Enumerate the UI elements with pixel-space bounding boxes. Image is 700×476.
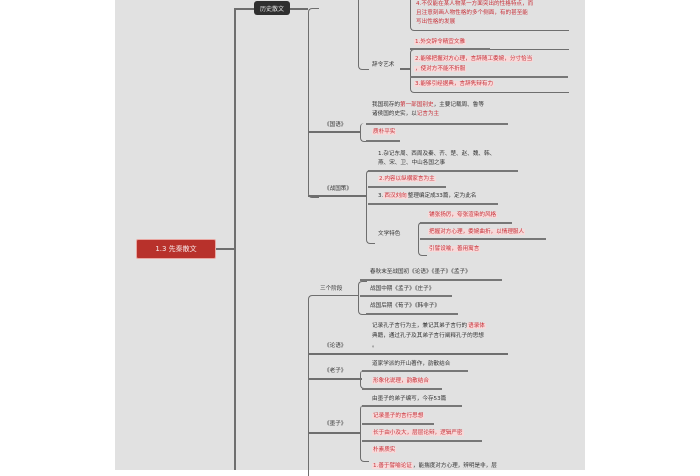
mozi-item-1: 记录墨子的言行思想 <box>372 413 425 419</box>
history-item-4-line3: 写出性格的发展 <box>416 19 456 25</box>
connector <box>308 378 362 380</box>
connector <box>216 248 234 250</box>
guoyu-item: 质朴平实 <box>372 129 397 135</box>
zhanguoce-desc-line2: 燕、宋、卫、中山各国之事 <box>378 160 446 166</box>
ciling-item-3: 3.能够引经据典，言辞隽辩有力 <box>414 81 495 87</box>
lunyu-desc-line1: 记录孔子言行为主，兼记其弟子言行的语录体 <box>372 323 486 329</box>
mozi-item-2: 长于由小及大，层层论辩，逻辑严密 <box>372 430 464 436</box>
connector <box>308 8 319 198</box>
literary-item-2: 把握对方心理，委婉曲折，以情理服人 <box>428 229 526 235</box>
connector <box>366 170 375 244</box>
literary-item-3: 引譬设喻，善用寓言 <box>428 246 481 252</box>
guoyu-desc-line2: 诸侯国的史实，以记言为主 <box>372 111 440 117</box>
laozi-label[interactable]: 《老子》 <box>324 368 347 374</box>
connector <box>308 295 359 476</box>
zhanguoce-desc-line1: 1.杂记东周、西周及秦、齐、楚、赵、魏、韩、 <box>378 151 496 157</box>
literary-item-1: 铺张扬厉，夸张渲染的风格 <box>428 212 498 218</box>
mozi-item-3: 朴素质实 <box>372 447 397 453</box>
mozi-label[interactable]: 《墨子》 <box>324 421 347 427</box>
connector <box>290 8 308 10</box>
connector <box>308 353 508 355</box>
literary-features-label[interactable]: 文学特色 <box>378 231 401 237</box>
connector <box>360 123 369 142</box>
guoyu-label[interactable]: 《国语》 <box>324 122 347 128</box>
connector <box>360 405 369 462</box>
three-stages-label[interactable]: 三个阶段 <box>320 286 343 292</box>
history-item-4-line2: 且注意刻画人物性格的多个侧面，有的甚至能 <box>416 10 528 16</box>
laozi-item-1: 道家学派的开山著作，韵散结合 <box>372 361 451 367</box>
guoyu-desc-line1: 我国现存的第一部国别史，主要记载周、鲁等 <box>372 102 484 108</box>
connector <box>410 49 569 93</box>
zhanguoce-item-2: 2.内容以纵横家言为主 <box>378 176 436 182</box>
root-node[interactable]: 1.3 先秦散文 <box>136 239 216 259</box>
lunyu-label[interactable]: 《论语》 <box>324 343 347 349</box>
connector <box>358 281 367 315</box>
ciling-item-2b: ，使对方不能不折服 <box>414 66 467 72</box>
stage-item-2: 战国中期《孟子》《庄子》 <box>370 286 435 292</box>
ciling-item-1: 1.外交辞令精宜文雅 <box>414 39 467 45</box>
mindmap-canvas <box>115 0 585 470</box>
zhanguoce-item-3: 3.西汉刘向整理编定成33篇，定为此名 <box>378 193 477 199</box>
laozi-item-2: 形象化说理，韵散结合 <box>372 378 430 384</box>
stage-item-3: 战国后期《荀子》《韩非子》 <box>370 303 440 309</box>
lunyu-desc-line2: 典籍，通过孔子及其弟子言行阐释孔子的思想 <box>372 333 484 339</box>
last-item: 1.善于譬喻论证，能揣度对方心理，辨明是非，层 <box>372 463 497 469</box>
ciling-item-2: 2.能够把握对方心理，言辞随工委婉，分寸恰当 <box>414 56 534 62</box>
connector <box>234 8 254 10</box>
connector <box>358 0 369 70</box>
zhanguoce-label[interactable]: 《战国策》 <box>324 186 352 192</box>
stage-item-1: 春秋末至战国初《论语》《墨子》《孟子》 <box>370 269 471 275</box>
connector <box>308 195 366 197</box>
connector <box>234 8 236 470</box>
history-item-4-line1: 4.不仅能在某人物某一方面突出的性格特点，而 <box>416 1 534 7</box>
ciling-art-label[interactable]: 辞令艺术 <box>372 62 395 68</box>
connector <box>400 68 410 70</box>
connector <box>308 131 360 133</box>
history-prose-node[interactable]: 历史散文 <box>254 1 290 15</box>
mozi-desc: 由墨子的弟子编写，今存53篇 <box>372 396 447 402</box>
connector <box>410 0 569 31</box>
lunyu-desc-line3: 。 <box>372 343 378 349</box>
connector <box>308 432 360 434</box>
connector <box>360 370 367 389</box>
